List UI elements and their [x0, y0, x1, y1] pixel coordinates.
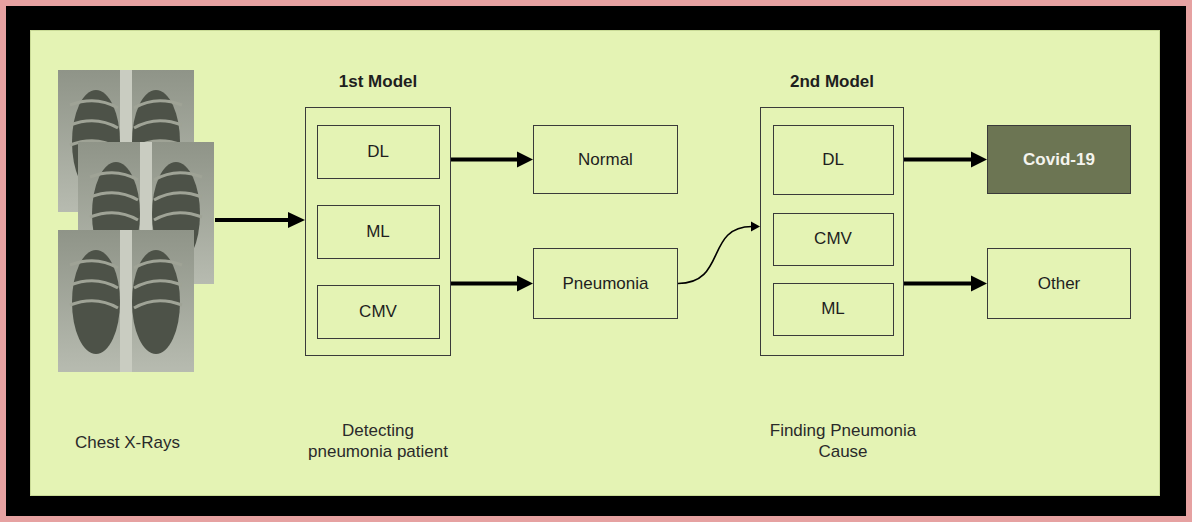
- process-box: CMV: [773, 213, 894, 266]
- model-heading: 1st Model: [286, 72, 470, 92]
- box-label: Pneumonia: [562, 274, 648, 294]
- caption-label: Detecting pneumonia patient: [298, 420, 458, 462]
- process-box: ML: [317, 205, 440, 259]
- process-box: Normal: [533, 125, 678, 194]
- process-box: DL: [317, 125, 440, 179]
- process-box: CMV: [317, 285, 440, 339]
- box-label: ML: [821, 299, 845, 319]
- xray-image: [58, 230, 194, 372]
- process-box: Other: [987, 248, 1131, 319]
- input-arrow: [215, 212, 305, 228]
- box-label: Other: [1038, 274, 1081, 294]
- model-box: 1st ModelDLMLCMV: [305, 107, 451, 356]
- process-box: DL: [773, 125, 894, 195]
- model-heading: 2nd Model: [741, 72, 923, 92]
- box-label: DL: [822, 150, 844, 170]
- connector-arrow: [904, 152, 987, 168]
- process-box: Pneumonia: [533, 248, 678, 319]
- caption-label: Finding Pneumonia Cause: [763, 420, 923, 462]
- result-box-highlight: Covid-19: [987, 125, 1131, 194]
- box-label: CMV: [814, 229, 852, 249]
- connector-arrow: [678, 222, 760, 284]
- connector-arrow: [451, 276, 533, 292]
- box-label: DL: [367, 142, 389, 162]
- model-box: 2nd ModelDLCMVML: [760, 107, 904, 356]
- box-label: Normal: [578, 150, 633, 170]
- connector-arrow: [451, 152, 533, 168]
- caption-label: Chest X-Rays: [40, 432, 215, 453]
- connector-arrow: [904, 276, 987, 292]
- process-box: ML: [773, 283, 894, 336]
- box-label: CMV: [359, 302, 397, 322]
- box-label: ML: [366, 222, 390, 242]
- box-label: Covid-19: [1023, 150, 1095, 170]
